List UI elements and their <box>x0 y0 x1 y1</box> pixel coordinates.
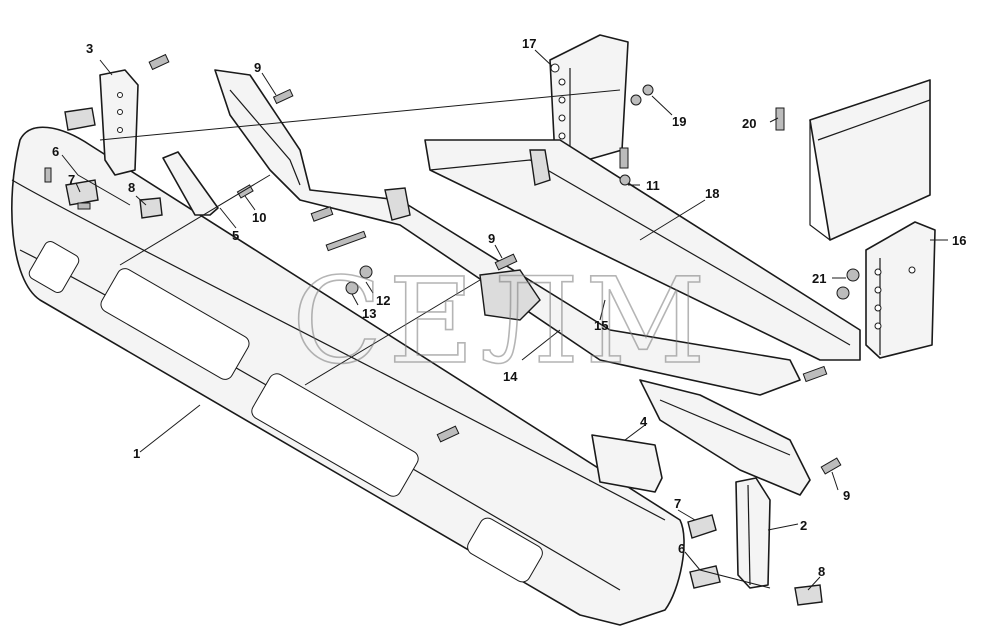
callout-10: 10 <box>252 210 266 225</box>
leader-lines <box>61 49 948 591</box>
callout-19: 19 <box>672 114 686 129</box>
callout-14: 14 <box>503 369 518 384</box>
callout-9a: 9 <box>254 60 261 75</box>
reflector-left <box>162 151 219 216</box>
frame-rail <box>809 79 931 241</box>
callout-16: 16 <box>952 233 966 248</box>
mounting-clips <box>64 107 823 606</box>
callout-9b: 9 <box>488 231 495 246</box>
callout-20: 20 <box>742 116 756 131</box>
callout-12: 12 <box>376 293 390 308</box>
callout-7a: 7 <box>68 172 75 187</box>
right-frame-bracket <box>865 221 936 359</box>
reflector-right <box>591 434 663 493</box>
callout-4: 4 <box>640 414 648 429</box>
callout-1: 1 <box>133 446 140 461</box>
watermark: СЕЛМ <box>292 252 712 390</box>
bumper-support-frame <box>214 69 801 396</box>
front-bumper <box>11 126 685 626</box>
callout-6a: 6 <box>52 144 59 159</box>
bumper-cross-beam <box>424 139 861 361</box>
callout-17: 17 <box>522 36 536 51</box>
callout-11: 11 <box>646 178 660 193</box>
callout-5: 5 <box>232 228 239 243</box>
callout-13: 13 <box>362 306 376 321</box>
bumper-end-bracket-right <box>735 477 771 589</box>
callout-8b: 8 <box>818 564 825 579</box>
callout-8a: 8 <box>128 180 135 195</box>
callout-15: 15 <box>594 318 608 333</box>
bumper-end-bracket-left <box>99 69 139 176</box>
callout-2: 2 <box>800 518 807 533</box>
callout-9c: 9 <box>843 488 850 503</box>
callout-18: 18 <box>705 186 719 201</box>
callout-6b: 6 <box>678 541 685 556</box>
fasteners <box>44 53 860 475</box>
callout-21: 21 <box>812 271 826 286</box>
callout-7b: 7 <box>674 496 681 511</box>
callout-3: 3 <box>86 41 93 56</box>
bumper-lower-support <box>639 379 811 496</box>
